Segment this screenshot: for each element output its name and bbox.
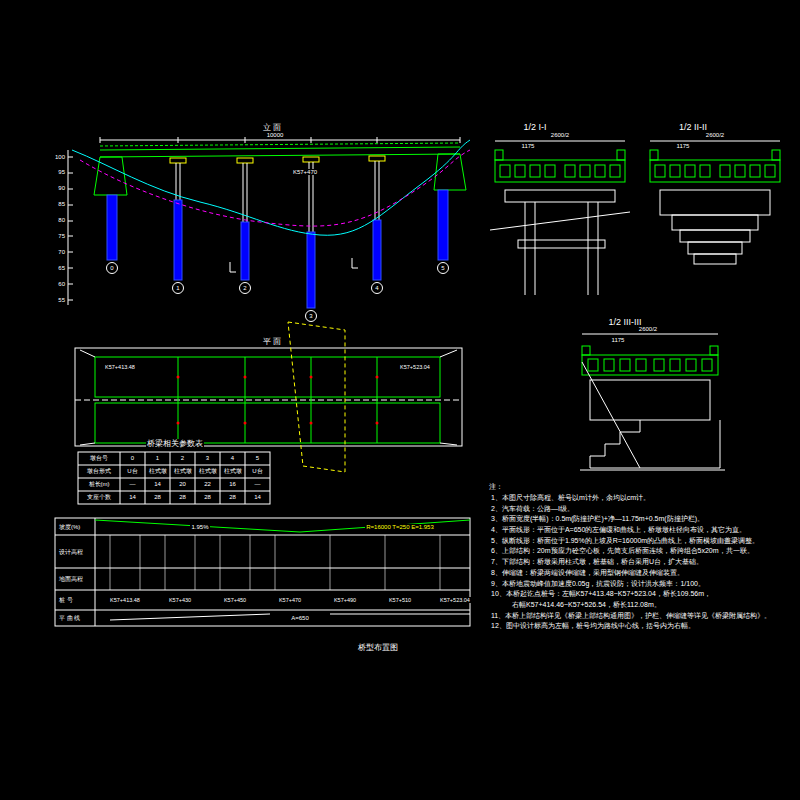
- table-cell: U台: [251, 468, 263, 475]
- row-header: 桩 号: [58, 597, 74, 604]
- pier-number: 3: [309, 313, 312, 319]
- table-cell: 22: [203, 481, 212, 488]
- elevation-value: 90: [57, 185, 66, 192]
- table-cell: —: [129, 481, 137, 488]
- table-cell: 3: [205, 455, 210, 462]
- note-line: 11、本桥上部结构详见《桥梁上部结构通用图》，护栏、伸缩缝等详见《桥梁附属结构》…: [490, 612, 772, 620]
- table-cell: 16: [228, 481, 237, 488]
- station-text: K57+510: [388, 597, 412, 603]
- elevation-value: 60: [57, 281, 66, 288]
- section-title: 1/2 II-II: [678, 122, 708, 132]
- pier-number: 1: [176, 285, 179, 291]
- table-cell: 14: [153, 481, 162, 488]
- station-text: K57+413.48: [104, 364, 136, 370]
- table-cell: 28: [153, 494, 162, 501]
- station-text: K57+523.04: [439, 597, 471, 603]
- pier-number: 4: [375, 285, 378, 291]
- table-cell: —: [254, 481, 262, 488]
- elevation-value: 65: [57, 265, 66, 272]
- table-cell: 支座个数: [86, 494, 112, 501]
- note-line: 右幅K57+414.46~K57+526.54，桥长112.08m。: [511, 601, 662, 609]
- note-line: 12、图中设计标高为左幅，桩号均为路线中心线，括号内为右幅。: [490, 622, 696, 630]
- station-text: K57+430: [168, 597, 192, 603]
- row-header: 平 曲 线: [58, 615, 81, 622]
- station-text: K57+490: [333, 597, 357, 603]
- note-line: 6、上部结构：20m预应力砼空心板，先简支后桥面连续，桥跨组合5x20m，共一联…: [490, 547, 755, 555]
- pier-number: 0: [110, 265, 113, 271]
- pier-number-circle: 1: [172, 282, 184, 294]
- table-cell: 14: [128, 494, 137, 501]
- row-header: 地面高程: [58, 576, 84, 583]
- table-cell: 0: [130, 455, 135, 462]
- table-cell: 桩长(m): [88, 481, 111, 488]
- dimension-text: 1175: [521, 143, 536, 150]
- pier-number: 5: [441, 265, 444, 271]
- station-text: K57+523.04: [399, 364, 431, 370]
- pier-number: 2: [243, 285, 246, 291]
- dimension-text: 1175: [676, 143, 691, 150]
- dimension-text: 10000: [266, 132, 285, 139]
- table-cell: 28: [178, 494, 187, 501]
- table-cell: 1: [155, 455, 160, 462]
- note-line: 2、汽车荷载：公路—I级。: [490, 505, 575, 513]
- table-cell: 14: [253, 494, 262, 501]
- station-text: K57+413.48: [109, 597, 141, 603]
- note-line: 1、本图尺寸除高程、桩号以m计外，余均以cm计。: [490, 494, 651, 502]
- table-cell: 4: [230, 455, 235, 462]
- table-cell: 20: [178, 481, 187, 488]
- elevation-value: 75: [57, 233, 66, 240]
- note-line: 9、本桥地震动峰值加速度0.05g，抗震设防；设计洪水频率：1/100。: [490, 580, 706, 588]
- table-title: 桥梁相关参数表: [146, 439, 204, 448]
- elevation-value: 80: [57, 217, 66, 224]
- note-line: 3、桥面宽度(半幅)：0.5m(防撞护栏)+净—11.75m+0.5m(防撞护栏…: [490, 515, 705, 523]
- pier-number-circle: 4: [371, 282, 383, 294]
- row-header: 设计高程: [58, 549, 84, 556]
- elevation-value: 85: [57, 201, 66, 208]
- note-heading: 注：: [488, 483, 504, 491]
- table-cell: 2: [180, 455, 185, 462]
- elevation-value: 95: [57, 169, 66, 176]
- note-line: 4、平面线形：平面位于A=650的左偏缓和曲线上，桥墩墩柱径向布设，其它为直。: [490, 526, 747, 534]
- pier-number-circle: 0: [106, 262, 118, 274]
- note-line: 8、伸缩缝：桥梁两端设伸缩缝，采用型钢伸缩缝及伸缩装置。: [490, 569, 685, 577]
- view-title: 平 面: [262, 337, 282, 346]
- elevation-value: 70: [57, 249, 66, 256]
- dimension-text: 2600/2: [638, 326, 658, 333]
- note-line: 5、纵断线形：桥面位于1.95%的上坡及R=16000m的凸曲线上，桥面横坡由盖…: [490, 537, 760, 545]
- table-cell: 5: [255, 455, 260, 462]
- row-header: 坡度(%): [58, 524, 81, 531]
- note-line: 7、下部结构：桥墩采用柱式墩，桩基础，桥台采用U台，扩大基础。: [490, 558, 704, 566]
- table-cell: 柱式墩: [198, 468, 218, 475]
- table-cell: 柱式墩: [173, 468, 193, 475]
- elevation-value: 55: [57, 297, 66, 304]
- pier-number-circle: 2: [239, 282, 251, 294]
- pier-number-circle: 5: [437, 262, 449, 274]
- pier-number-circle: 3: [305, 310, 317, 322]
- curve-data: R=16000 T=250 E=1.953: [365, 524, 434, 531]
- table-cell: 28: [203, 494, 212, 501]
- table-cell: 墩台号: [89, 455, 109, 462]
- table-cell: U台: [126, 468, 138, 475]
- station-text: K57+470: [292, 169, 318, 176]
- dimension-text: 2600/2: [550, 132, 570, 139]
- elevation-value: 100: [54, 154, 66, 161]
- grade-text: 1.95%: [190, 524, 209, 531]
- table-cell: 28: [228, 494, 237, 501]
- table-cell: 墩台形式: [86, 468, 112, 475]
- section-title: 1/2 I-I: [522, 122, 547, 132]
- station-text: K57+450: [223, 597, 247, 603]
- note-line: 10、本桥起讫点桩号：左幅K57+413.48~K57+523.04，桥长109…: [490, 590, 712, 598]
- station-text: K57+470: [278, 597, 302, 603]
- dimension-text: 1175: [611, 337, 626, 344]
- table-cell: 柱式墩: [148, 468, 168, 475]
- table-cell: 柱式墩: [223, 468, 243, 475]
- dimension-text: 2600/2: [705, 132, 725, 139]
- drawing-title: 桥型布置图: [357, 643, 399, 652]
- curve-data: A=650: [290, 615, 310, 622]
